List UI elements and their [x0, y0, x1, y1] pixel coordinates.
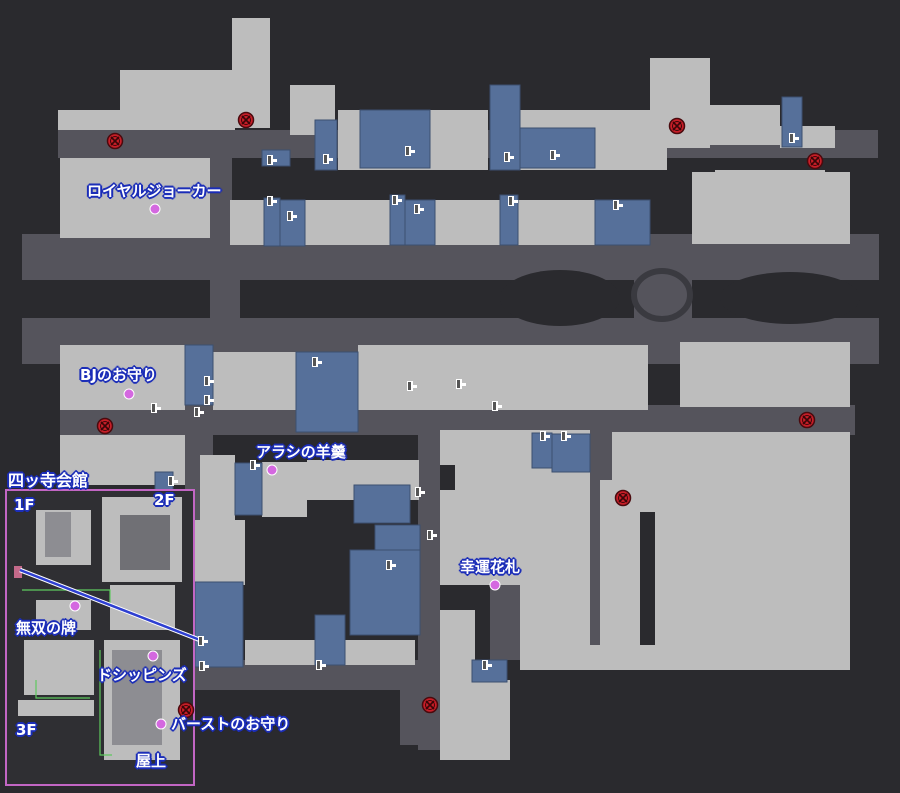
marker-musou-pai: [69, 600, 81, 612]
loc-musou-pai-label: 無双の牌: [16, 619, 77, 637]
loc-royal-joker-label: ロイヤルジョーカー: [87, 182, 222, 200]
shops: [154, 84, 803, 683]
loc-burst-charm-label: バーストのお守り: [171, 715, 291, 733]
loc-doshippins-label: ドシッピンズ: [97, 666, 187, 684]
inset-title: 四ッ寺会館: [8, 471, 89, 490]
floor-label-2f: 2F: [154, 491, 175, 509]
marker-doshippins: [147, 650, 159, 662]
marker-lucky-hanafuda: [489, 579, 501, 591]
floor-label-rooftop: 屋上: [136, 752, 167, 770]
marker-burst-charm: [155, 718, 167, 730]
loc-lucky-hanafuda-label: 幸運花札: [460, 558, 521, 576]
buildings: [58, 18, 850, 760]
marker-arashi-yokan: [266, 464, 278, 476]
floor-label-1f: 1F: [14, 496, 35, 514]
loc-bj-charm-label: BJのお守り: [80, 366, 158, 384]
marker-bj-charm: [123, 388, 135, 400]
yotsuji-hall-inset: [5, 489, 195, 786]
marker-royal-joker: [149, 203, 161, 215]
location-markers: [69, 203, 501, 730]
floor-label-3f: 3F: [16, 721, 37, 739]
loc-arashi-yokan-label: アラシの羊羹: [256, 443, 346, 461]
